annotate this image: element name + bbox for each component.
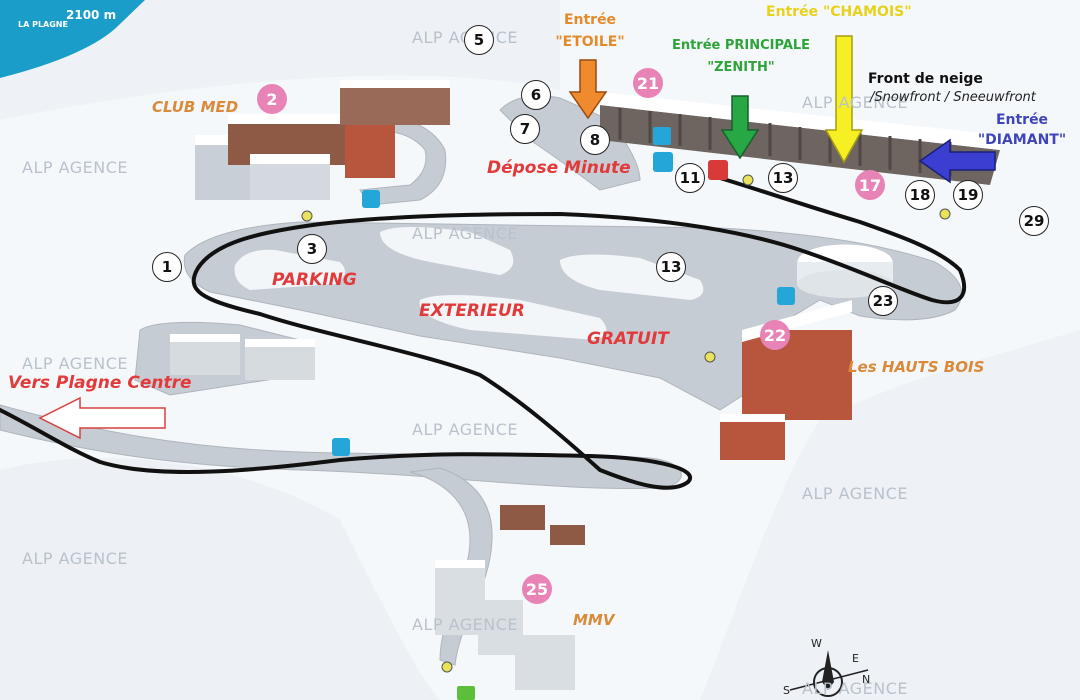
- snow-island-3: [419, 295, 607, 340]
- info-icon: [653, 127, 671, 145]
- entree-diamant-label: Entrée "DIAMANT": [972, 112, 1072, 148]
- entree-chamois-label: Entrée "CHAMOIS": [766, 4, 912, 20]
- hauts-bois-buildings: [720, 300, 852, 460]
- marker-11[interactable]: 11: [675, 163, 705, 193]
- arrow-etoile: [568, 59, 608, 120]
- entree-etoile-label: Entrée "ETOILE": [548, 12, 632, 50]
- bus-icon: [362, 190, 380, 208]
- watermark: ALP AGENCE: [412, 224, 519, 243]
- entree-diamant-line1: Entrée: [995, 112, 1049, 128]
- compass-west: W: [811, 637, 822, 650]
- vers-plagne-centre-label: Vers Plagne Centre: [8, 373, 192, 393]
- lift-icon: [457, 686, 475, 700]
- bus-stop-dot: [704, 351, 716, 363]
- marker-13-parking[interactable]: 13: [656, 252, 686, 282]
- entree-etoile-line2: "ETOILE": [555, 34, 625, 50]
- pink-marker-21[interactable]: 21: [633, 68, 663, 98]
- compass-east: E: [852, 652, 859, 665]
- snow-island-4: [560, 254, 704, 300]
- pink-marker-25[interactable]: 25: [522, 574, 552, 604]
- mmv-buildings: [435, 505, 585, 690]
- compass-south: S: [783, 684, 790, 697]
- snowfront-title: Front de neige: [868, 71, 983, 87]
- snowfront-subtitle: /Snowfront / Sneeuwfront: [870, 90, 1036, 105]
- bus-stop-dot: [742, 174, 754, 186]
- hauts-bois-label: Les HAUTS BOIS: [848, 358, 985, 376]
- bus-stop-dot: [301, 210, 313, 222]
- road-to-mmv: [409, 467, 493, 666]
- marker-7[interactable]: 7: [510, 114, 540, 144]
- exterieur-label: EXTERIEUR: [419, 301, 525, 321]
- watermark: ALP AGENCE: [22, 549, 129, 568]
- bus-icon: [777, 287, 795, 305]
- arrow-zenith: [720, 95, 760, 160]
- compass-rose: [789, 650, 869, 697]
- watermark: ALP AGENCE: [802, 679, 909, 698]
- marker-5[interactable]: 5: [464, 25, 494, 55]
- lower-chalets: [170, 334, 315, 380]
- ski-school-icon: [708, 160, 728, 180]
- watermark: ALP AGENCE: [412, 615, 519, 634]
- mmv-label: MMV: [573, 611, 615, 629]
- arrow-vers-plagne: [38, 396, 166, 440]
- watermark: ALP AGENCE: [802, 93, 909, 112]
- watermark: ALP AGENCE: [412, 420, 519, 439]
- marker-19[interactable]: 19: [953, 180, 983, 210]
- marker-1[interactable]: 1: [152, 252, 182, 282]
- bus-stop-dot: [441, 661, 453, 673]
- watermark: ALP AGENCE: [22, 158, 129, 177]
- marker-3[interactable]: 3: [297, 234, 327, 264]
- pink-marker-17[interactable]: 17: [855, 170, 885, 200]
- bus-icon: [332, 438, 350, 456]
- access-road: [0, 404, 682, 490]
- pink-marker-22[interactable]: 22: [760, 320, 790, 350]
- pink-marker-2[interactable]: 2: [257, 84, 287, 114]
- header-banner: [0, 0, 145, 78]
- entree-diamant-line2: "DIAMANT": [977, 132, 1067, 148]
- club-med-label: CLUB MED: [152, 98, 239, 116]
- watermark: ALP AGENCE: [802, 484, 909, 503]
- entree-principale-line1: Entrée PRINCIPALE: [671, 38, 811, 53]
- depose-minute-label: Dépose Minute: [487, 158, 631, 178]
- arrow-chamois: [824, 35, 864, 164]
- marker-13-top[interactable]: 13: [768, 163, 798, 193]
- route-line: [0, 176, 966, 490]
- bus-stop-dot: [939, 208, 951, 220]
- entree-principale-label: Entrée PRINCIPALE "ZENITH": [662, 38, 820, 75]
- marker-23[interactable]: 23: [868, 286, 898, 316]
- logo-text: LA PLAGNE: [18, 20, 68, 29]
- gratuit-label: GRATUIT: [587, 329, 669, 349]
- front-de-neige-buildings: [600, 92, 1000, 185]
- parking-label: PARKING: [272, 270, 357, 290]
- club-med-buildings: [195, 80, 450, 200]
- entree-etoile-line1: Entrée: [563, 12, 617, 28]
- marker-29[interactable]: 29: [1019, 206, 1049, 236]
- bus-icon: [653, 152, 673, 172]
- arrow-diamant: [918, 138, 996, 184]
- altitude-label: 2100 m: [66, 8, 117, 22]
- marker-6[interactable]: 6: [521, 80, 551, 110]
- snow-island-2: [380, 227, 514, 275]
- watermark: ALP AGENCE: [22, 354, 129, 373]
- compass-north: N: [862, 673, 871, 686]
- marker-8[interactable]: 8: [580, 125, 610, 155]
- entree-principale-line2: "ZENITH": [707, 60, 775, 75]
- marker-18[interactable]: 18: [905, 180, 935, 210]
